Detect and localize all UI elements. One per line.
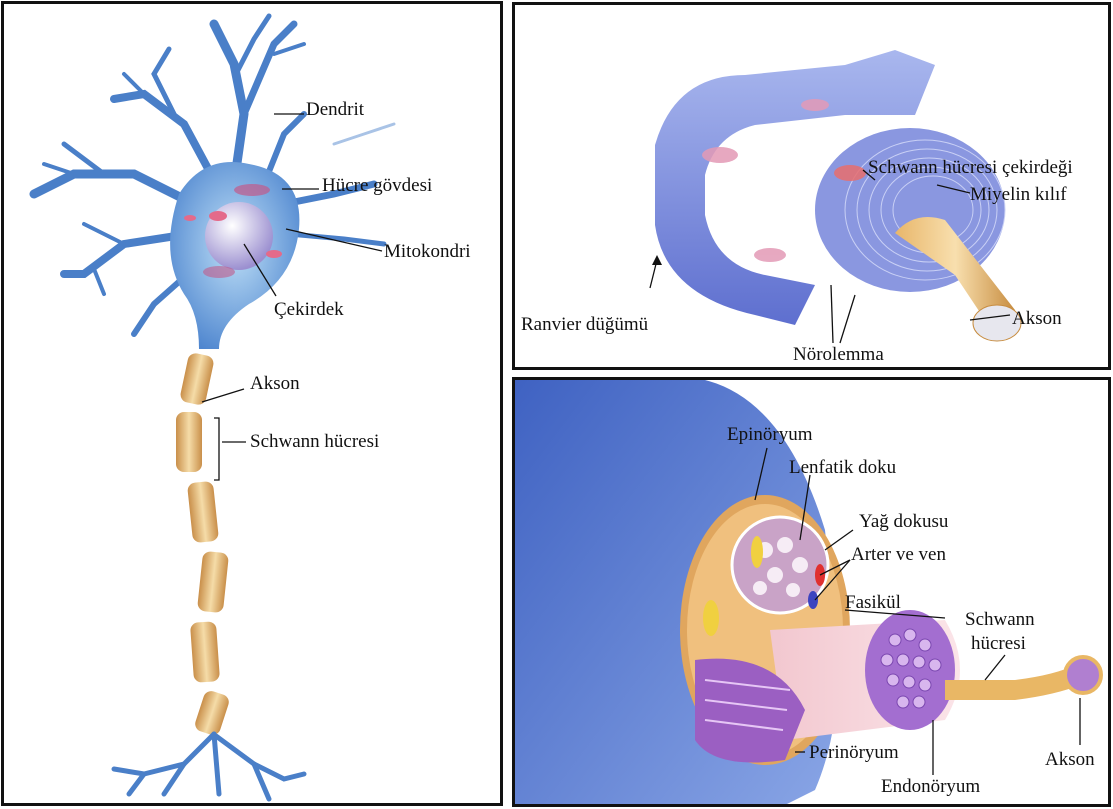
golgi xyxy=(234,184,270,196)
label-arter: Arter ve ven xyxy=(851,545,946,564)
nerve-panel: Epinöryum Lenfatik doku Yağ dokusu Arter… xyxy=(512,377,1111,807)
mitochondrion xyxy=(266,250,282,258)
label-schwann-2: hücresi xyxy=(971,634,1026,653)
mitochondrion xyxy=(209,211,227,221)
label-cekirdek: Çekirdek xyxy=(274,300,344,319)
label-mitokondri: Mitokondri xyxy=(384,242,471,261)
axon-terminals xyxy=(114,734,304,799)
label-akson-myelin: Akson xyxy=(1012,309,1062,328)
label-miyelin-kilif: Miyelin kılıf xyxy=(970,185,1067,204)
golgi xyxy=(203,266,235,278)
label-hucre-govdesi: Hücre gövdesi xyxy=(322,176,432,195)
label-schwann-hucresi: Schwann hücresi xyxy=(250,432,379,451)
neuron-illustration xyxy=(4,4,503,806)
ranvier-arrowhead xyxy=(652,255,662,265)
label-norolemma: Nörolemma xyxy=(793,345,884,364)
label-ranvier: Ranvier düğümü xyxy=(521,315,648,334)
label-endonoryum: Endonöryum xyxy=(881,777,980,796)
neuron-panel: Dendrit Hücre gövdesi Mitokondri Çekirde… xyxy=(1,1,503,806)
fat-tissue xyxy=(703,600,719,636)
label-schwann-1: Schwann xyxy=(965,610,1035,629)
label-akson: Akson xyxy=(250,374,300,393)
myelin-panel: Schwann hücresi çekirdeği Miyelin kılıf … xyxy=(512,2,1111,370)
mitochondrion xyxy=(184,215,196,221)
vein xyxy=(808,591,818,609)
axon-fiber xyxy=(945,665,1080,700)
label-schwann-cekirdegi: Schwann hücresi çekirdeği xyxy=(868,158,1073,177)
label-akson-nerve: Akson xyxy=(1045,750,1095,769)
myelinated-axon xyxy=(176,352,231,737)
label-dendrit: Dendrit xyxy=(306,100,364,119)
fascicle-end xyxy=(865,610,955,730)
label-fasikul: Fasikül xyxy=(845,593,901,612)
fat-tissue xyxy=(751,536,763,568)
axon-end-circle xyxy=(1065,657,1101,693)
label-lenfatik: Lenfatik doku xyxy=(789,458,896,477)
label-perinoryum: Perinöryum xyxy=(809,743,899,762)
label-epinoryum: Epinöryum xyxy=(727,425,813,444)
label-yag: Yağ dokusu xyxy=(859,512,948,531)
